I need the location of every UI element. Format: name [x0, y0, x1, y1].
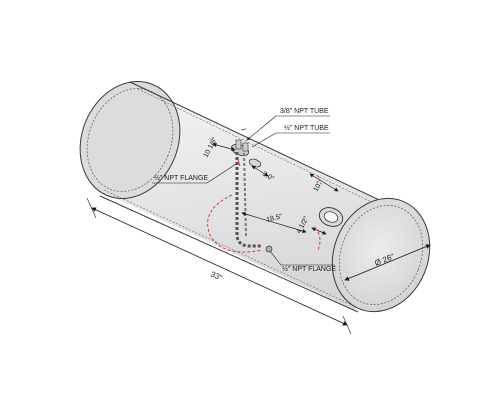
callout-tube-38: 3/8" NPT TUBE [280, 108, 329, 115]
dim-diameter-line [344, 244, 431, 281]
red-mark-2 [237, 159, 241, 167]
dim-10-label: 10" [313, 180, 324, 193]
tank-back-cap [79, 81, 181, 199]
dim-185-label: 18.5" [266, 213, 284, 224]
dim-10-line [309, 173, 339, 192]
seam-back-top [137, 88, 393, 213]
dim-3-line [251, 165, 269, 177]
dim-length-line [91, 207, 348, 326]
callout-flange-upper: ½" NPT FLANGE [154, 174, 208, 182]
dim-length-label: 33" [209, 270, 224, 283]
internal-tube-2 [243, 152, 247, 237]
leader-flange-lower [269, 250, 282, 266]
tank-top-edge [129, 81, 393, 207]
dim-4-12-line [311, 227, 327, 235]
dim-10-18-line [212, 142, 236, 152]
tank-back-cap-seam [86, 88, 174, 192]
callout-tube-12: ½" NPT TUBE [284, 124, 329, 132]
red-mark-1 [240, 128, 247, 131]
leader-tube-38 [246, 115, 277, 141]
leader-tube-12 [251, 132, 277, 148]
dim-length-ext-1 [86, 197, 97, 219]
callout-flange-lower: ½" NPT FLANGE [282, 265, 336, 273]
dim-length-ext-2 [342, 315, 352, 335]
tube-38-stub [235, 139, 242, 150]
leader-flange-upper [206, 163, 237, 184]
lower-flange [265, 245, 273, 253]
tube-12-stub [242, 142, 249, 152]
dim-185-line [241, 211, 307, 234]
